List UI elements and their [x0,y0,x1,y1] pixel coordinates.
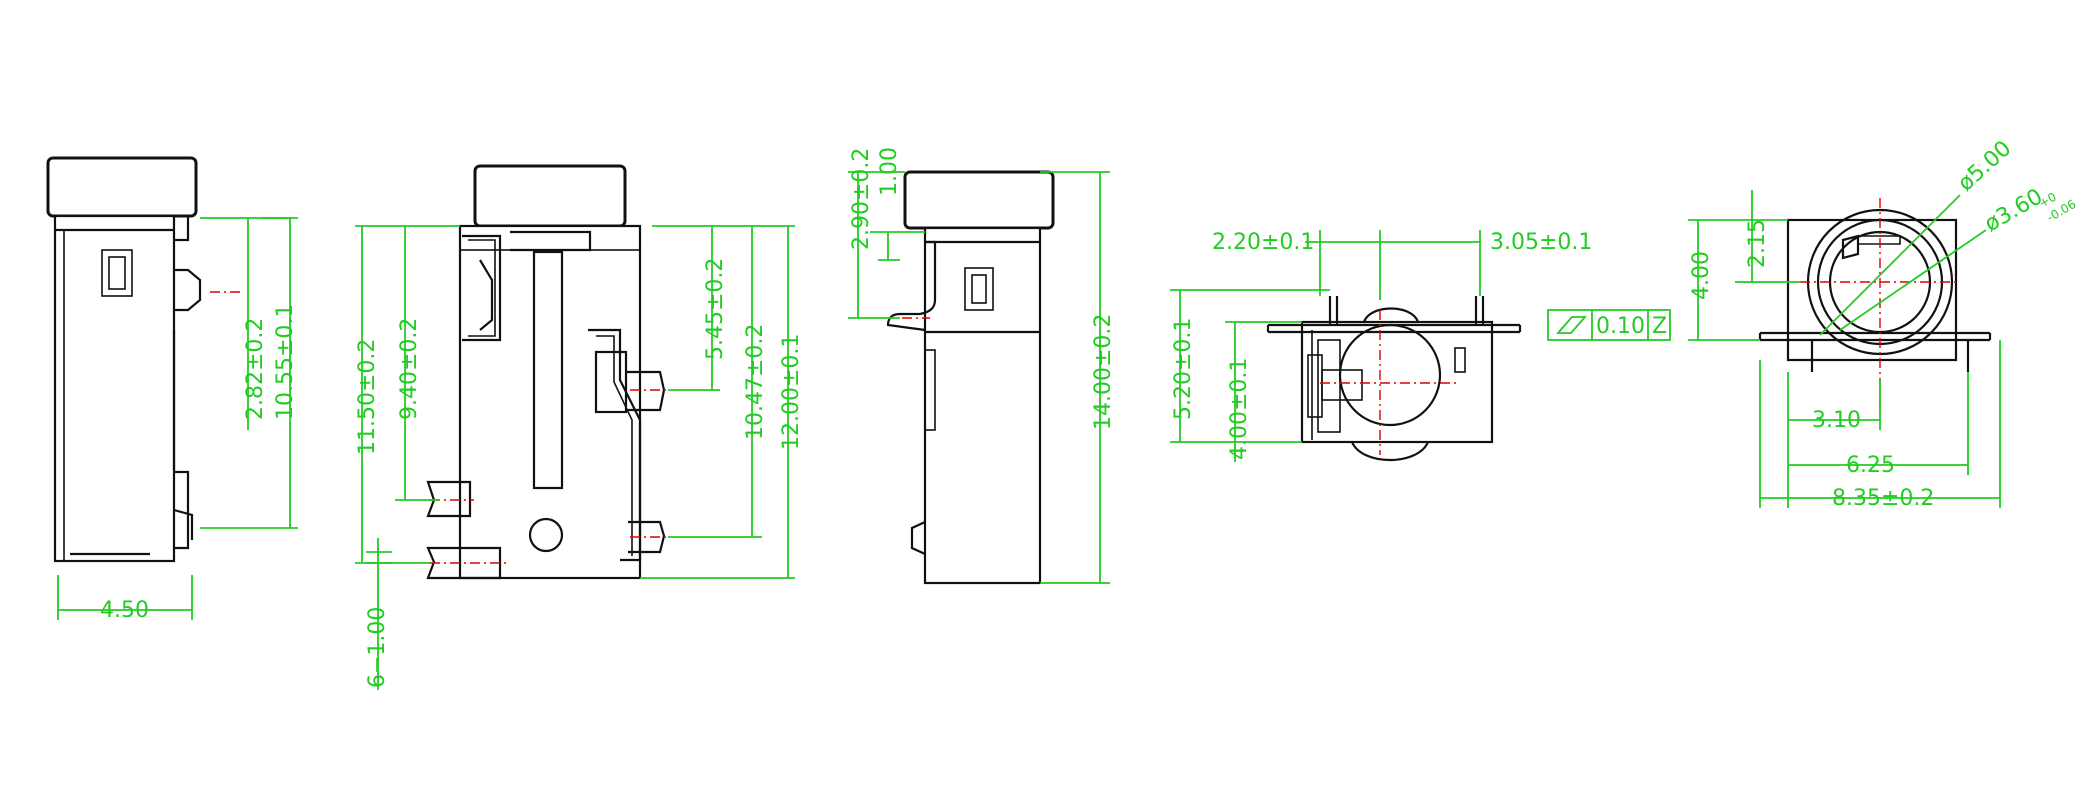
dim-width-4-50: 4.50 [100,598,149,623]
tolerance-frame [1547,309,1671,341]
dim-12-00: 12.00±0.1 [779,334,804,450]
dim-2-20: 2.20±0.1 [1212,230,1314,255]
dim-4-00: 4.00±0.1 [1227,358,1252,460]
dim-10-47: 10.47±0.2 [743,324,768,440]
dim-2-90: 2.90±0.2 [849,148,874,250]
dim-4-00-end: 4.00 [1689,251,1714,300]
dim-3-05: 3.05±0.1 [1490,230,1592,255]
dim-3-10: 3.10 [1812,408,1861,433]
flatness-icon [1556,316,1587,334]
view-side-right [848,170,1110,585]
dim-6-25: 6.25 [1846,453,1895,478]
dim-11-50: 11.50±0.2 [355,339,380,455]
dim-5-45: 5.45±0.2 [703,258,728,360]
dim-pitch: 6−1.00 [365,607,390,688]
dim-10-55: 10.55±0.1 [273,304,298,420]
tolerance-datum: Z [1652,314,1667,339]
dim-2-15: 2.15 [1745,219,1770,268]
view-side-left [46,156,298,620]
dim-dia-5-00: ø5.00 [1953,136,2016,196]
view-front [355,164,795,690]
dim-5-20: 5.20±0.1 [1171,318,1196,420]
view-bottom [1170,230,1522,462]
dim-14-00: 14.00±0.2 [1091,314,1116,430]
dim-8-35: 8.35±0.2 [1832,486,1934,511]
dim-dia-3-60: ø3.60 [1981,184,2048,237]
view-end [1688,190,2001,508]
tolerance-value: 0.10 [1596,314,1645,339]
dim-9-40: 9.40±0.2 [397,318,422,420]
dim-1-00: 1.00 [877,147,902,196]
dim-2-82: 2.82±0.2 [243,318,268,420]
